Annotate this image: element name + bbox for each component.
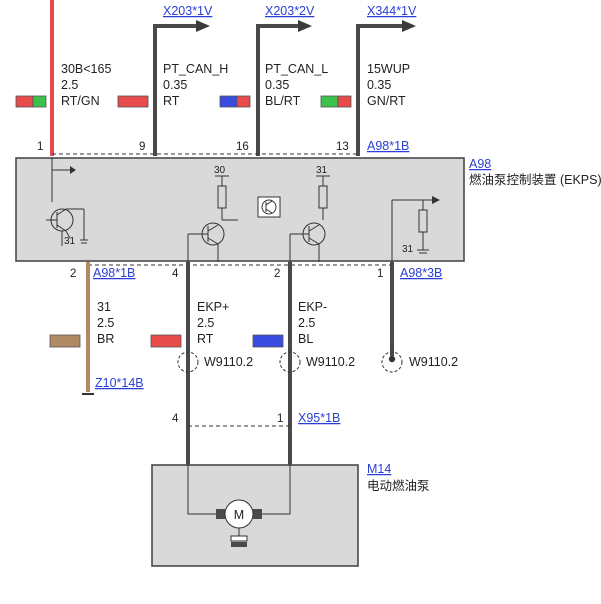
wire13-size-label: 0.35 xyxy=(367,78,391,92)
link-a98-1b-mid[interactable]: A98*1B xyxy=(93,266,135,280)
pin-2b-mid: 2 xyxy=(274,268,280,280)
link-m14[interactable]: M14 xyxy=(367,462,391,476)
transistor-center-right xyxy=(289,175,330,262)
pin-16-top: 16 xyxy=(236,141,249,153)
pin-1-top: 1 xyxy=(37,141,43,153)
transistor-left xyxy=(46,158,88,246)
wire16-color-label: BL/RT xyxy=(265,94,301,108)
wire13-signal-label: 15WUP xyxy=(367,62,410,76)
wire-ground-brown xyxy=(82,262,94,395)
sense-resistor-right xyxy=(391,196,440,262)
swatch-rt-gn xyxy=(15,95,47,108)
swatch-ekp-bl xyxy=(252,334,284,348)
pin-13-top: 13 xyxy=(336,141,349,153)
wire9-signal-label: PT_CAN_H xyxy=(163,62,228,76)
swatch-gn-rt xyxy=(320,95,352,108)
swatch-bl-rt xyxy=(219,95,251,108)
swatch-rt xyxy=(117,95,149,108)
wire16-size-label: 0.35 xyxy=(265,78,289,92)
wire1-signal-label: 30B<165 xyxy=(61,62,111,76)
shield-ring-2 xyxy=(279,351,301,373)
ekp-minus-color-label: BL xyxy=(298,332,313,346)
link-x95-1b[interactable]: X95*1B xyxy=(298,411,340,425)
link-z10-14b[interactable]: Z10*14B xyxy=(95,376,144,390)
motor-name: 电动燃油泵 xyxy=(367,478,430,493)
wire1-size-label: 2.5 xyxy=(61,78,78,92)
wire13-color-label: GN/RT xyxy=(367,94,406,108)
brown-signal-label: 31 xyxy=(97,300,111,314)
label-31-left: 31 xyxy=(64,236,76,247)
link-x203-1v[interactable]: X203*1V xyxy=(163,4,213,18)
motor-symbol: M xyxy=(234,508,244,522)
label-30: 30 xyxy=(214,165,226,176)
link-x203-2v[interactable]: X203*2V xyxy=(265,4,315,18)
transistor-icon xyxy=(257,196,281,218)
brown-color-label: BR xyxy=(97,332,114,346)
shield-ring-3 xyxy=(381,351,403,373)
pin-9-top: 9 xyxy=(139,141,145,153)
fuel-pump-motor xyxy=(187,465,291,547)
label-31-center: 31 xyxy=(316,165,328,176)
shield-label-1: W9110.2 xyxy=(204,355,253,369)
wire-right-signal xyxy=(388,262,396,363)
swatch-ekp-rt xyxy=(150,334,182,348)
ekp-minus-size-label: 2.5 xyxy=(298,316,315,330)
ekp-plus-color-label: RT xyxy=(197,332,214,346)
shield-label-2: W9110.2 xyxy=(306,355,355,369)
ekp-plus-signal-label: EKP+ xyxy=(197,300,229,314)
module-name: 燃油泵控制装置 (EKPS) xyxy=(469,172,601,187)
wire9-color-label: RT xyxy=(163,94,180,108)
pin-2-mid: 2 xyxy=(70,268,76,280)
link-a98-1b-top[interactable]: A98*1B xyxy=(367,139,409,153)
pin-4-mid: 4 xyxy=(172,268,179,280)
module-a98-box xyxy=(15,157,465,262)
link-x344-1v[interactable]: X344*1V xyxy=(367,4,417,18)
label-31-right: 31 xyxy=(402,244,414,255)
wire16-signal-label: PT_CAN_L xyxy=(265,62,328,76)
shield-ring-1 xyxy=(177,351,199,373)
wire1-color-label: RT/GN xyxy=(61,94,100,108)
pin-1-low: 1 xyxy=(277,413,283,425)
pin-1-mid: 1 xyxy=(377,268,383,280)
transistor-center-left xyxy=(187,175,238,262)
pin-4-low: 4 xyxy=(172,413,179,425)
brown-size-label: 2.5 xyxy=(97,316,114,330)
link-a98-3b[interactable]: A98*3B xyxy=(400,266,442,280)
swatch-br xyxy=(49,334,81,348)
wire-15wup xyxy=(356,20,416,156)
wire-pt-can-h xyxy=(153,20,210,156)
wire-pt-can-l xyxy=(256,20,312,156)
link-a98-module[interactable]: A98 xyxy=(469,157,491,171)
wire9-size-label: 0.35 xyxy=(163,78,187,92)
shield-label-3: W9110.2 xyxy=(409,355,458,369)
ekp-minus-signal-label: EKP- xyxy=(298,300,327,314)
ekp-plus-size-label: 2.5 xyxy=(197,316,214,330)
